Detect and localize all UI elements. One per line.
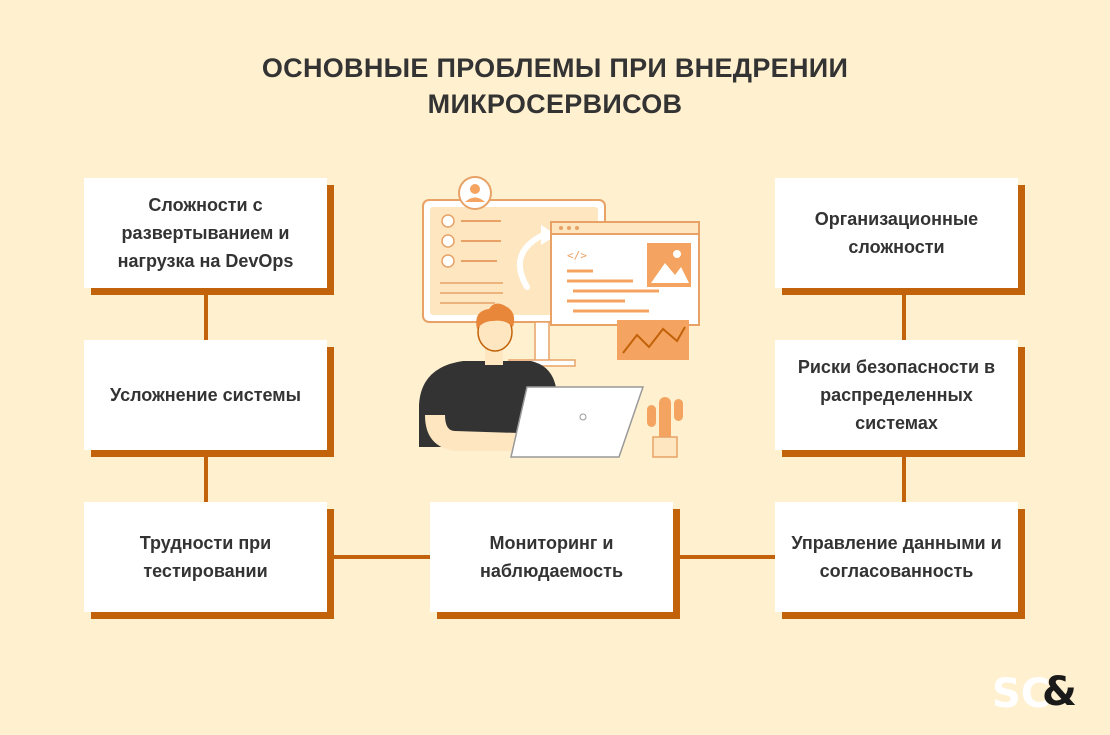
- logo-ampersand: &: [1042, 669, 1077, 715]
- code-window-icon: </>: [550, 221, 700, 326]
- card-data: Управление данными и согласованность: [775, 502, 1018, 612]
- connector-deployment-complexity: [204, 290, 208, 340]
- card-complexity: Усложнение системы: [84, 340, 327, 450]
- card-monitoring-label: Мониторинг и наблюдаемость: [479, 533, 624, 581]
- card-data-label: Управление данными и согласованность: [791, 533, 1002, 581]
- page-title-line-2: МИКРОСЕРВИСОВ: [427, 89, 683, 119]
- card-security-label: Риски безопасности в распределенных сист…: [797, 357, 996, 433]
- connector-monitoring-data: [680, 555, 775, 559]
- card-deployment: Сложности с развертыванием и нагрузка на…: [84, 178, 327, 288]
- card-organizational-label: Организационные сложности: [814, 209, 979, 257]
- image-placeholder-icon: [647, 243, 691, 287]
- brand-logo: SC &: [992, 669, 1077, 715]
- user-avatar-icon: [458, 176, 492, 210]
- card-monitoring: Мониторинг и наблюдаемость: [430, 502, 673, 612]
- card-testing: Трудности при тестировании: [84, 502, 327, 612]
- connector-testing-monitoring: [333, 555, 430, 559]
- connector-complexity-testing: [204, 450, 208, 502]
- page-title-line-1: ОСНОВНЫЕ ПРОБЛЕМЫ ПРИ ВНЕДРЕНИИ: [261, 53, 849, 83]
- card-security: Риски безопасности в распределенных сист…: [775, 340, 1018, 450]
- connector-security-data: [902, 450, 906, 502]
- cactus-plant-icon: [647, 397, 683, 458]
- card-complexity-label: Усложнение системы: [110, 385, 301, 405]
- logo-letters: SC: [992, 671, 1050, 715]
- line-chart-icon: [617, 320, 689, 360]
- laptop-icon: [510, 386, 645, 458]
- card-testing-label: Трудности при тестировании: [139, 533, 272, 581]
- card-organizational: Организационные сложности: [775, 178, 1018, 288]
- connector-organizational-security: [902, 290, 906, 340]
- card-deployment-label: Сложности с развертыванием и нагрузка на…: [117, 195, 294, 271]
- developer-illustration: </>: [419, 176, 700, 458]
- page-title: ОСНОВНЫЕ ПРОБЛЕМЫ ПРИ ВНЕДРЕНИИ МИКРОСЕР…: [0, 50, 1110, 122]
- refresh-arrow-icon: [516, 225, 557, 290]
- svg-text:</>: </>: [567, 249, 587, 262]
